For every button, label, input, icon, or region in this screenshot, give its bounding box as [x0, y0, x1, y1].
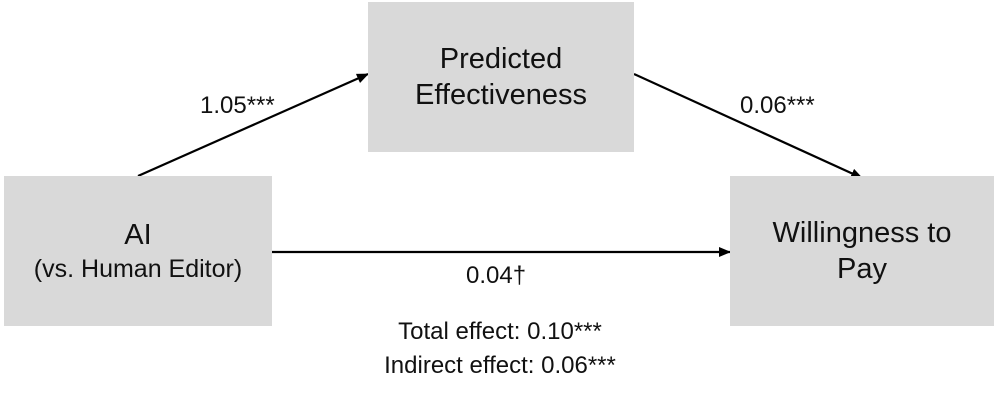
outcome-label-line2: Pay	[837, 253, 887, 285]
predictor-subtitle: (vs. Human Editor)	[33, 255, 243, 283]
predictor-title: AI	[124, 219, 152, 251]
mediator-node: Predicted Effectiveness	[368, 2, 634, 152]
outcome-label-line1: Willingness to	[772, 217, 952, 249]
effects-summary: Total effect: 0.10*** Indirect effect: 0…	[340, 315, 660, 383]
path-a-coefficient: 1.05***	[200, 92, 275, 119]
arrow-b-mediator-to-outcome	[633, 72, 863, 180]
total-effect-text: Total effect: 0.10***	[398, 318, 602, 345]
path-c-prime-coefficient: 0.04†	[466, 262, 527, 289]
mediator-label-line1: Predicted	[439, 43, 563, 75]
predictor-node: AI (vs. Human Editor)	[4, 176, 272, 326]
mediator-label-line2: Effectiveness	[415, 79, 587, 111]
arrow-a-predictor-to-mediator	[137, 72, 369, 178]
outcome-node: Willingness to Pay	[730, 176, 994, 326]
path-b-coefficient: 0.06***	[740, 92, 815, 119]
indirect-effect-text: Indirect effect: 0.06***	[384, 352, 616, 379]
